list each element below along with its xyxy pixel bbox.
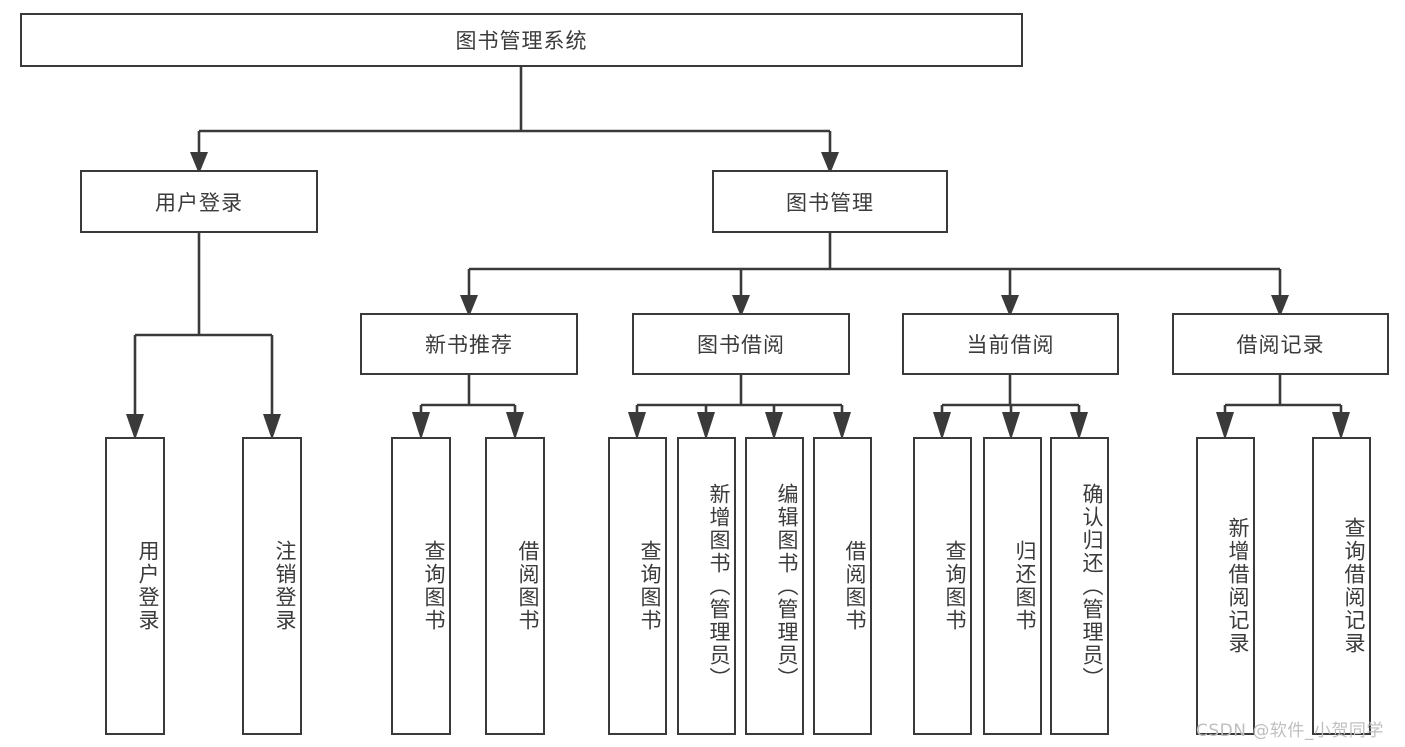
node-current-borrow-label: 当前借阅 <box>966 333 1055 357</box>
leaf-borrow-book-recommend-label: 借阅图书 <box>516 540 540 632</box>
csdn-watermark-text: CSDN @软件_小贺同学 <box>1196 721 1384 741</box>
leaf-add-borrow-record-label: 新增借阅记录 <box>1226 517 1250 655</box>
node-current-borrow[interactable]: 当前借阅 <box>902 313 1119 375</box>
leaf-edit-book-admin[interactable]: 编辑图书（管理员） <box>745 437 804 735</box>
node-user-login[interactable]: 用户登录 <box>80 170 318 233</box>
leaf-query-borrow-record-label: 查询借阅记录 <box>1342 517 1366 655</box>
leaf-return-book[interactable]: 归还图书 <box>983 437 1042 735</box>
leaf-query-book-recommend[interactable]: 查询图书 <box>391 437 451 735</box>
leaf-query-book-current[interactable]: 查询图书 <box>913 437 972 735</box>
node-new-book-recommend-label: 新书推荐 <box>425 333 513 357</box>
leaf-query-book-current-label: 查询图书 <box>943 540 967 632</box>
node-book-borrow-label: 图书借阅 <box>697 333 785 357</box>
node-root-system[interactable]: 图书管理系统 <box>20 13 1023 67</box>
leaf-add-borrow-record[interactable]: 新增借阅记录 <box>1196 437 1255 735</box>
leaf-user-logout[interactable]: 注销登录 <box>242 437 302 735</box>
leaf-confirm-return-admin[interactable]: 确认归还（管理员） <box>1050 437 1109 735</box>
leaf-edit-book-admin-label: 编辑图书（管理员） <box>775 482 799 690</box>
leaf-query-borrow-record[interactable]: 查询借阅记录 <box>1312 437 1371 735</box>
leaf-borrow-book-recommend[interactable]: 借阅图书 <box>485 437 545 735</box>
node-user-login-label: 用户登录 <box>155 190 243 215</box>
leaf-query-book-recommend-label: 查询图书 <box>422 540 446 632</box>
node-new-book-recommend[interactable]: 新书推荐 <box>360 313 578 375</box>
leaf-borrow-book[interactable]: 借阅图书 <box>813 437 872 735</box>
leaf-query-book-borrow-label: 查询图书 <box>638 540 662 632</box>
csdn-watermark: CSDN @软件_小贺同学 <box>1196 716 1384 741</box>
leaf-borrow-book-label: 借阅图书 <box>843 540 867 632</box>
leaf-user-logout-label: 注销登录 <box>273 540 297 632</box>
leaf-add-book-admin-label: 新增图书（管理员） <box>707 482 731 690</box>
node-borrow-record-label: 借阅记录 <box>1236 333 1325 357</box>
leaf-add-book-admin[interactable]: 新增图书（管理员） <box>677 437 736 735</box>
leaf-confirm-return-admin-label: 确认归还（管理员） <box>1080 482 1104 690</box>
node-book-manage[interactable]: 图书管理 <box>712 170 948 233</box>
node-root-label: 图书管理系统 <box>455 29 588 53</box>
leaf-user-login[interactable]: 用户登录 <box>105 437 165 735</box>
leaf-user-login-label: 用户登录 <box>136 540 160 632</box>
node-borrow-record[interactable]: 借阅记录 <box>1172 313 1389 375</box>
node-book-borrow[interactable]: 图书借阅 <box>632 313 850 375</box>
leaf-return-book-label: 归还图书 <box>1013 540 1037 632</box>
leaf-query-book-borrow[interactable]: 查询图书 <box>608 437 667 735</box>
node-book-manage-label: 图书管理 <box>786 190 874 215</box>
